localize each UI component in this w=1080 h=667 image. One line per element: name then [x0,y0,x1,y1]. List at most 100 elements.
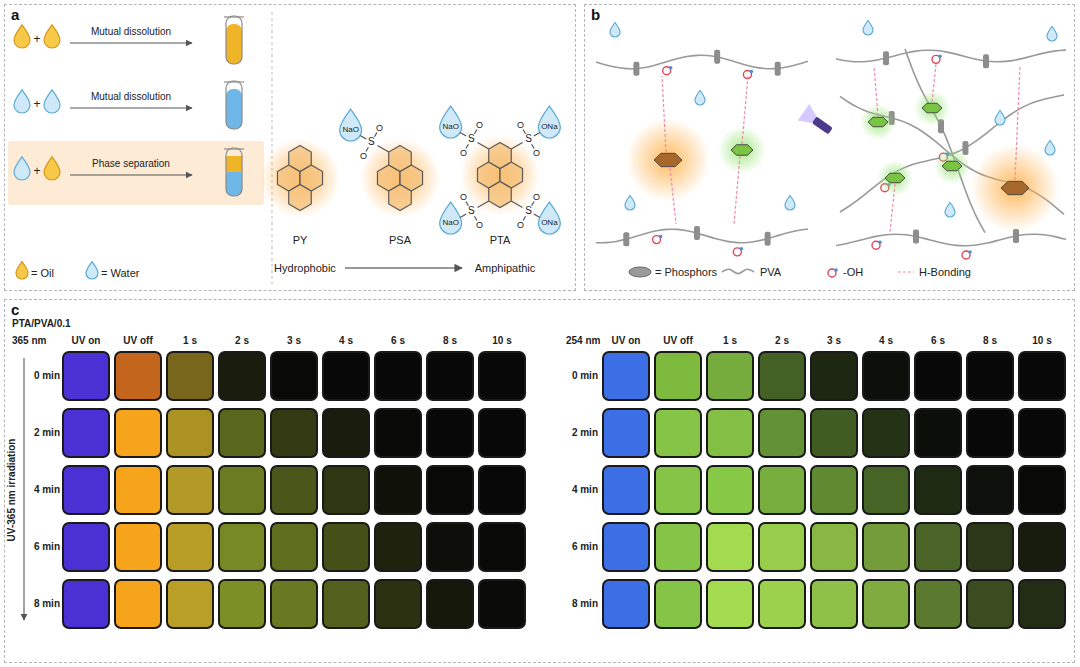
process-arrow [70,107,192,108]
afterglow-photo [271,352,317,400]
water-drop [86,262,98,279]
afterglow-photo [1019,523,1065,571]
hydroxyl-h [669,66,673,70]
uv-lamp [798,104,837,139]
afterglow-photo [707,352,753,400]
afterglow-photo [479,523,525,571]
figure-label: 4 s [339,335,353,347]
afterglow-photo [655,580,701,628]
phosphor-icon [629,267,651,277]
figure-label: 6 min [572,541,598,553]
afterglow-photo [655,466,701,514]
figure-label: 4 min [572,484,598,496]
afterglow-photo [479,580,525,628]
aromatic-ring [489,182,512,208]
afterglow-photo [427,409,473,457]
figure-label: O [476,220,483,230]
figure-label: O [460,192,467,202]
highlight-band [8,141,264,205]
afterglow-photo [759,580,805,628]
lamp-beam [798,104,820,128]
figure-label: Amphipathic [475,262,536,275]
afterglow-photo [759,523,805,571]
crosslink [775,62,781,76]
afterglow-photo [603,352,649,400]
figure-label: UV on [612,335,641,347]
crosslink [913,229,919,243]
afterglow-photo [915,352,961,400]
afterglow-photo [271,580,317,628]
bond [523,129,526,133]
water-drop [14,90,30,113]
time-arrow [23,358,24,620]
h-bond [932,64,936,102]
figure-label: 0 min [572,370,598,382]
pva-icon [722,269,754,273]
afterglow-photo [167,352,213,400]
phosphor [868,117,888,127]
figure-label: UV on [72,335,101,347]
afterglow-photo [323,466,369,514]
afterglow-photo [915,523,961,571]
figure-label: S [525,205,532,217]
legend-label: = Oil [31,267,54,280]
hydroxyl-h [938,55,942,59]
afterglow-photo [323,523,369,571]
crosslink [623,232,629,246]
figure-label: O [517,220,524,230]
afterglow-photo [1019,466,1065,514]
afterglow-photo [655,409,701,457]
tube-rim [224,81,244,82]
tube-rim [224,16,244,17]
pva-chain [905,49,985,233]
figure-label: Mutual dissolution [91,26,171,38]
figure-label: UV off [663,335,692,347]
legend-label: -OH [843,266,863,279]
afterglow-photo [479,409,525,457]
afterglow-photo [915,580,961,628]
bond [360,136,366,140]
bond [532,201,535,205]
afterglow-photo [655,523,701,571]
emission-glow [934,148,970,184]
figure-label: PSA [389,234,411,247]
figure-label: 4 min [34,484,60,496]
figure-label: Phase separation [92,158,170,170]
bond [511,201,522,208]
water-drop [538,106,560,138]
figure-label: 6 s [931,335,945,347]
trend-arrow [345,267,462,268]
h-bond [890,184,895,232]
afterglow-photo [1019,580,1065,628]
afterglow-photo [167,409,213,457]
figure-label: 4 s [879,335,893,347]
figure-label: 2 min [572,427,598,439]
figure-label: S [468,205,475,217]
afterglow-photo [603,466,649,514]
emission-glow [626,118,710,202]
afterglow-photo [271,523,317,571]
figure-panel: c [4,299,1075,663]
afterglow-photo [967,466,1013,514]
bond [460,133,466,137]
crosslink [765,232,771,246]
figure-label: PTA/PVA/0.1 [12,318,71,330]
emission-glow [460,135,540,215]
afterglow-photo [863,466,909,514]
afterglow-photo [271,409,317,457]
water-drop [440,106,462,138]
afterglow-photo [323,409,369,457]
legend-label: = Phosphors [655,266,717,279]
afterglow-photo [915,466,961,514]
water-drop [340,109,362,141]
afterglow-photo [759,409,805,457]
crosslink [714,50,720,64]
figure-label: ONa [541,218,557,227]
legend-label: H-Bonding [919,266,971,279]
aromatic-ring [389,146,412,172]
figure-label: S [468,133,475,145]
water-drop [695,91,705,106]
bond [477,201,488,208]
afterglow-photo [427,466,473,514]
afterglow-photo [759,352,805,400]
